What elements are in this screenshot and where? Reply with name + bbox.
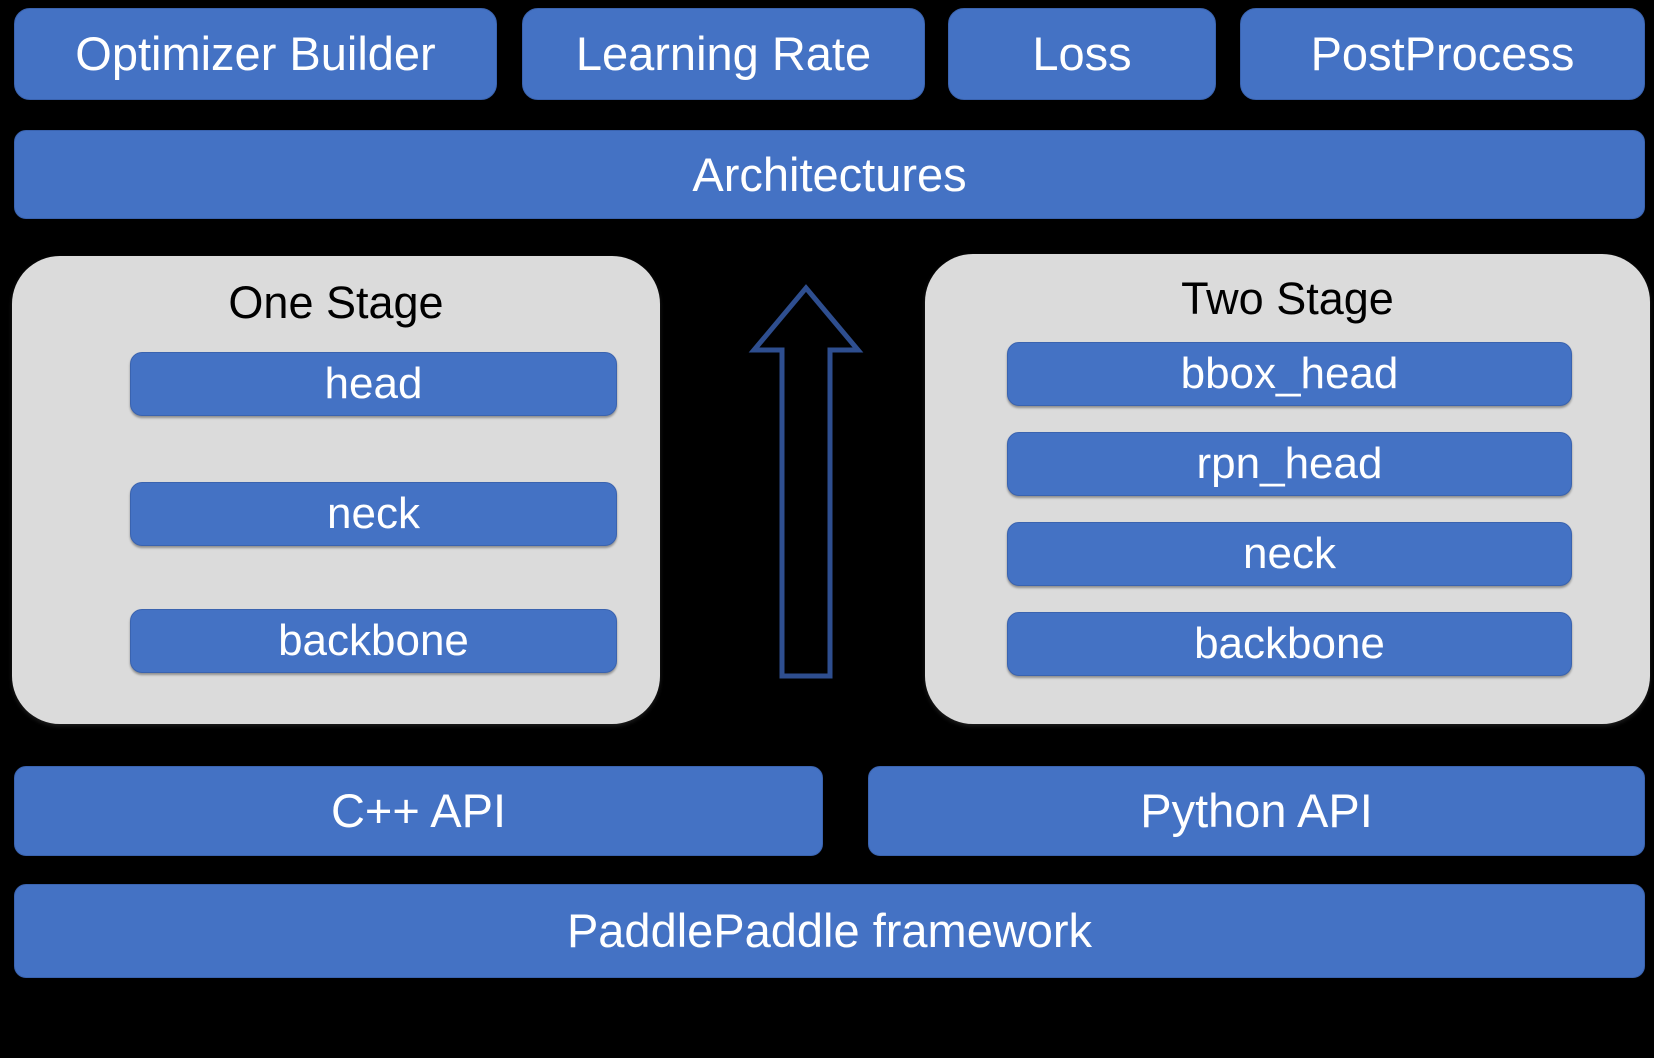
architectures-bar[interactable]: Architectures bbox=[14, 130, 1645, 219]
two-stage-backbone-box[interactable]: backbone bbox=[1007, 612, 1572, 676]
one-stage-title: One Stage bbox=[228, 277, 444, 328]
two-stage-bbox-head-box[interactable]: bbox_head bbox=[1007, 342, 1572, 406]
one-stage-panel: One Stage head neck backbone bbox=[12, 256, 660, 724]
loss-box[interactable]: Loss bbox=[948, 8, 1216, 100]
postprocess-box[interactable]: PostProcess bbox=[1240, 8, 1645, 100]
two-stage-rpn-head-box[interactable]: rpn_head bbox=[1007, 432, 1572, 496]
learning-rate-box[interactable]: Learning Rate bbox=[522, 8, 925, 100]
one-stage-neck-box[interactable]: neck bbox=[130, 482, 617, 546]
one-stage-backbone-box[interactable]: backbone bbox=[130, 609, 617, 673]
paddlepaddle-framework-bar[interactable]: PaddlePaddle framework bbox=[14, 884, 1645, 978]
one-stage-head-box[interactable]: head bbox=[130, 352, 617, 416]
two-stage-panel: Two Stage bbox_head rpn_head neck backbo… bbox=[925, 254, 1650, 724]
python-api-box[interactable]: Python API bbox=[868, 766, 1645, 856]
optimizer-builder-box[interactable]: Optimizer Builder bbox=[14, 8, 497, 100]
two-stage-title: Two Stage bbox=[1181, 273, 1394, 324]
arrow-up-icon bbox=[748, 284, 864, 679]
two-stage-neck-box[interactable]: neck bbox=[1007, 522, 1572, 586]
cpp-api-box[interactable]: C++ API bbox=[14, 766, 823, 856]
